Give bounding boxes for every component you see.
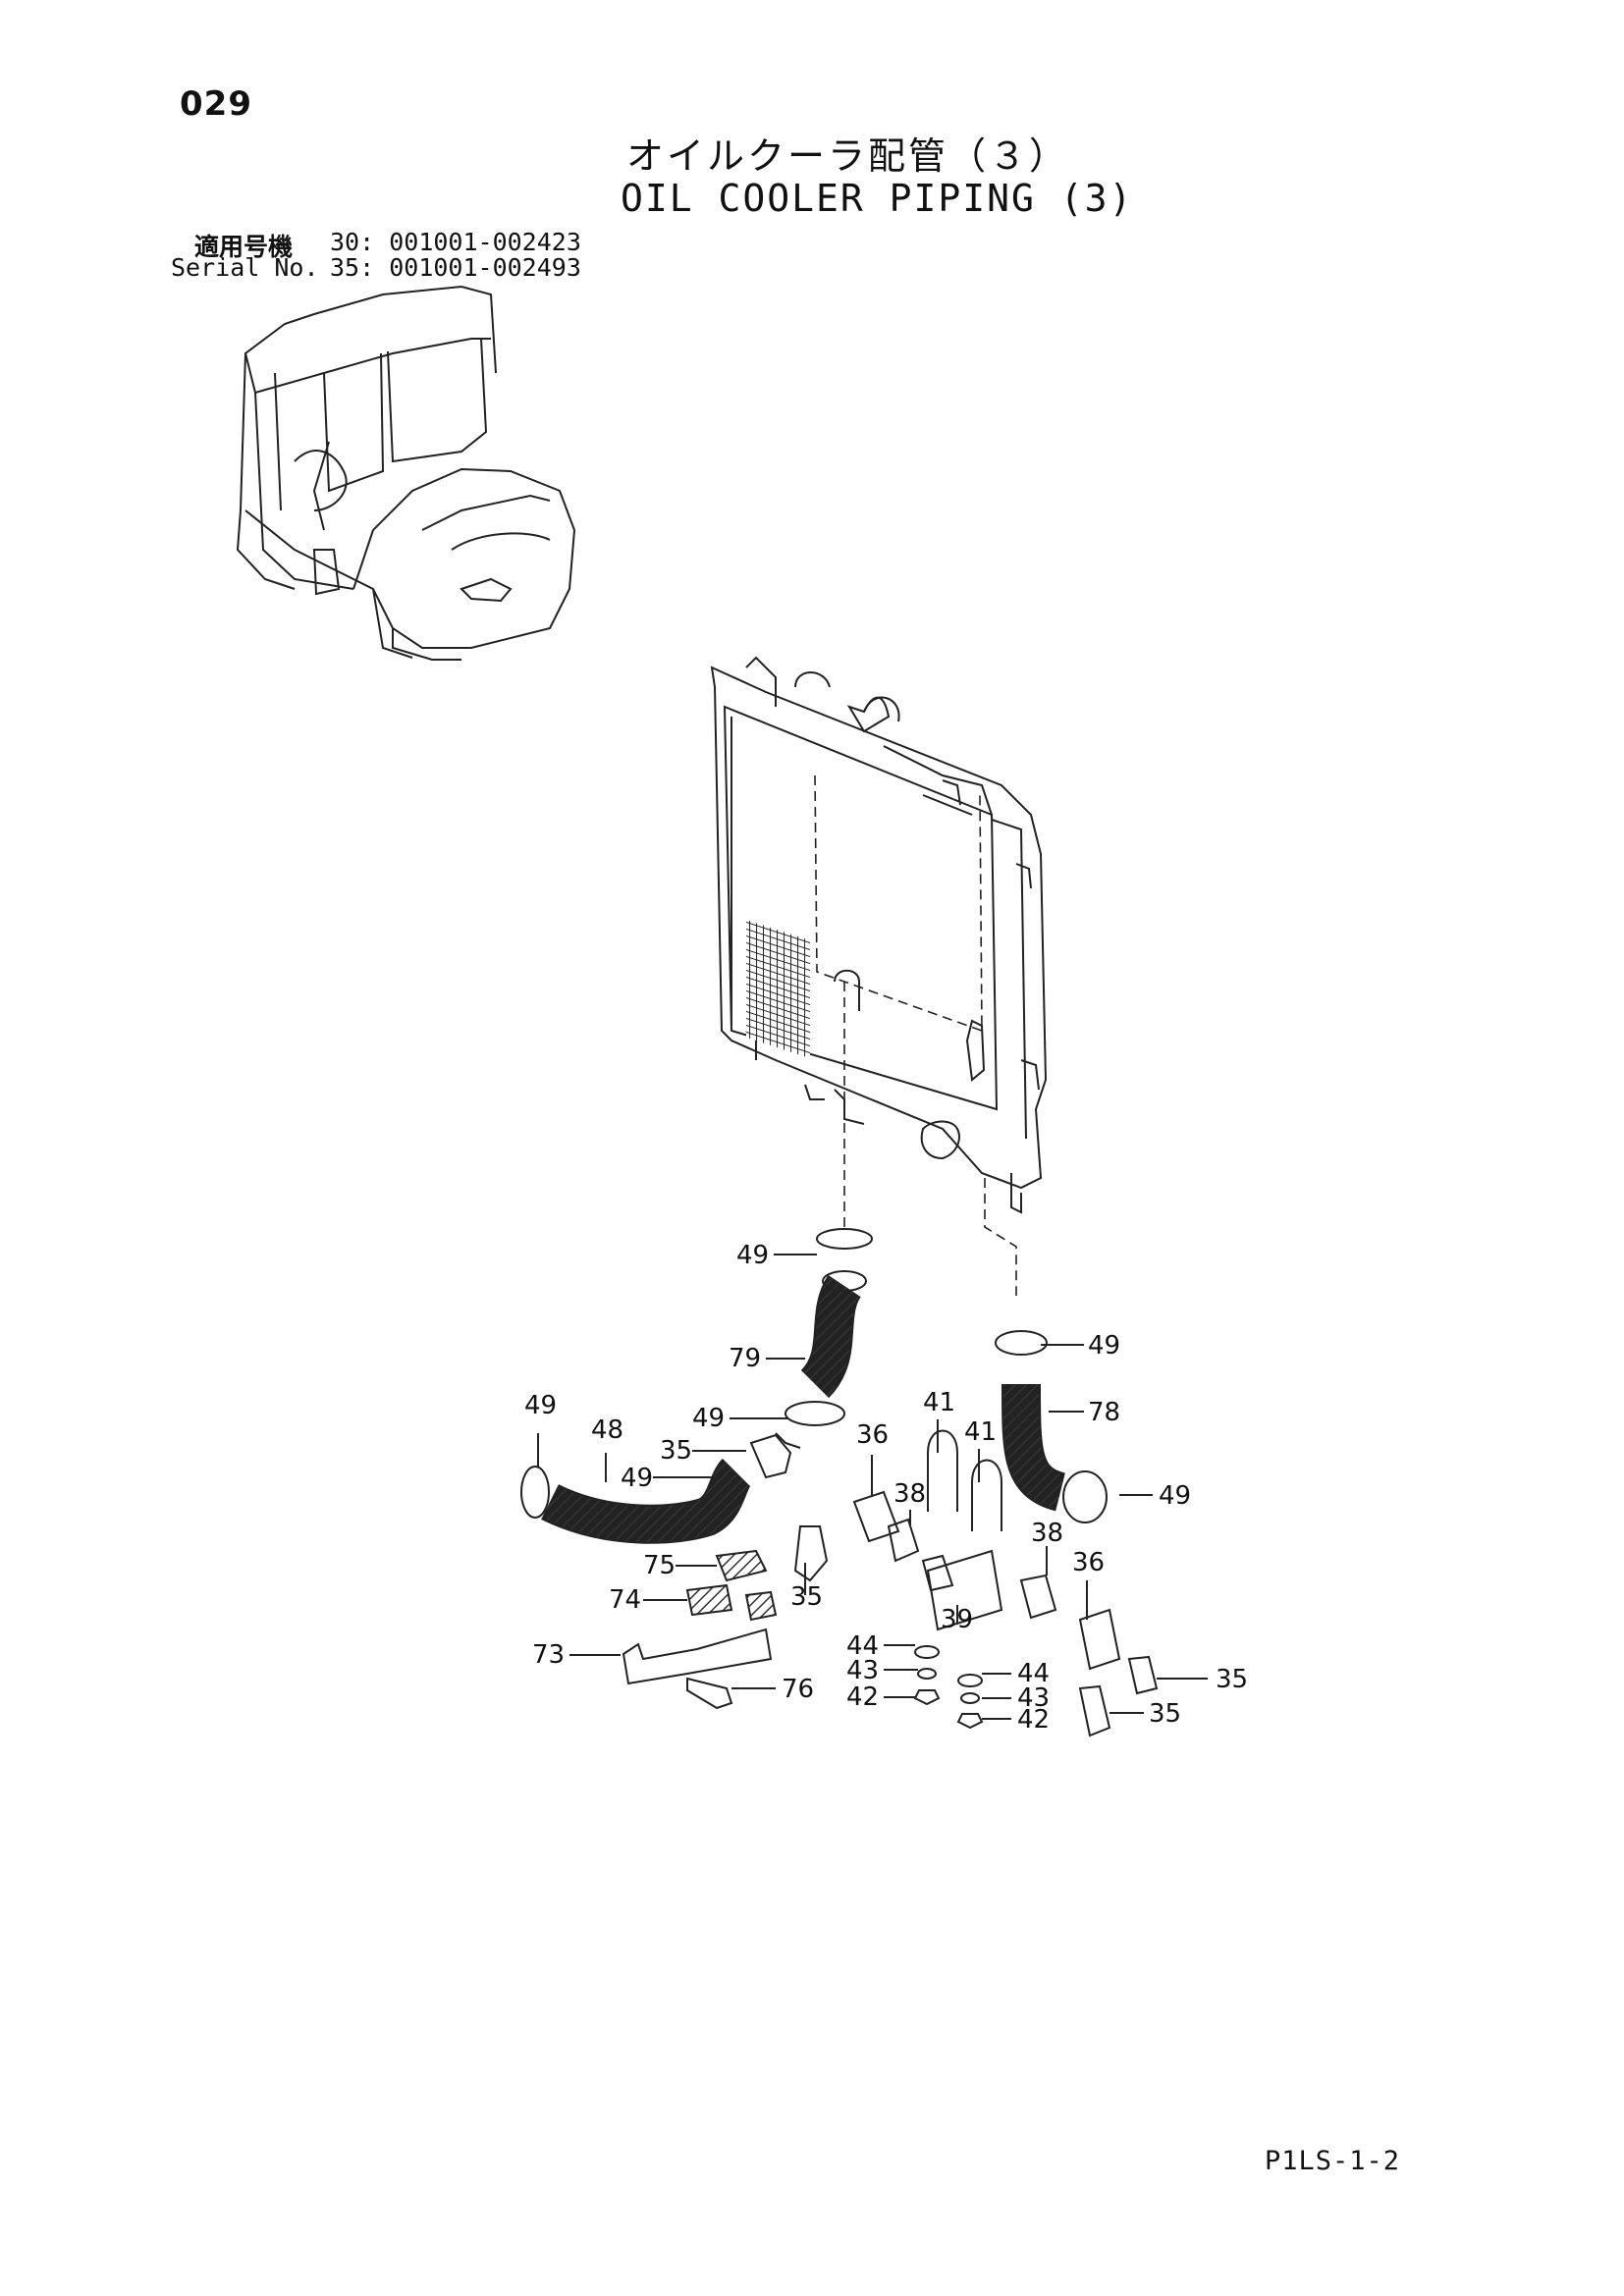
callout-36: 36 bbox=[1072, 1548, 1105, 1577]
hose-79 bbox=[799, 1274, 862, 1399]
serial-label-english: Serial No. bbox=[171, 253, 319, 282]
hose-clamp-icon bbox=[520, 1466, 550, 1519]
callout-38: 38 bbox=[893, 1479, 926, 1509]
serial-range: 001001-002423 bbox=[389, 228, 581, 256]
footer-page-code: P1LS-1-2 bbox=[1265, 2146, 1401, 2176]
callout-74: 74 bbox=[609, 1585, 641, 1615]
callout-41: 41 bbox=[964, 1417, 997, 1447]
callout-49: 49 bbox=[621, 1464, 653, 1493]
callout-49: 49 bbox=[524, 1391, 557, 1420]
serial-model: 35: bbox=[330, 253, 375, 282]
radiator-core-grille bbox=[746, 919, 810, 1059]
callout-78: 78 bbox=[1088, 1398, 1120, 1427]
callout-labels: 49 79 49 78 49 48 49 35 49 36 38 41 41 4… bbox=[524, 1241, 1248, 1735]
callout-42: 42 bbox=[1017, 1705, 1050, 1735]
fittings bbox=[622, 1429, 1159, 1737]
hidden-tank-outline bbox=[814, 774, 983, 1033]
callout-44: 44 bbox=[846, 1631, 879, 1661]
callout-35: 35 bbox=[1216, 1665, 1248, 1694]
callout-43: 43 bbox=[1017, 1683, 1050, 1713]
hose-clamp-icon bbox=[816, 1228, 873, 1250]
callout-38: 38 bbox=[1031, 1519, 1063, 1548]
callout-73: 73 bbox=[532, 1640, 565, 1670]
callout-49: 49 bbox=[736, 1241, 769, 1270]
callout-35: 35 bbox=[790, 1582, 823, 1612]
serial-label-japanese: 適用号機 bbox=[194, 233, 294, 261]
callout-41: 41 bbox=[923, 1388, 955, 1417]
callout-49: 49 bbox=[692, 1404, 725, 1433]
callout-43: 43 bbox=[846, 1656, 879, 1685]
excavator-location-illustration bbox=[236, 285, 576, 661]
callout-44: 44 bbox=[1017, 1659, 1050, 1688]
callout-75: 75 bbox=[643, 1551, 676, 1580]
callout-49: 49 bbox=[1159, 1481, 1191, 1511]
page-number: 029 bbox=[180, 84, 252, 124]
radiator-assembly bbox=[710, 656, 1048, 1214]
right-outlet-centerline bbox=[984, 1178, 1017, 1296]
title-english: OIL COOLER PIPING (3) bbox=[621, 177, 1134, 220]
callout-35: 35 bbox=[660, 1436, 692, 1466]
serial-row-35: 35: 001001-002493 bbox=[330, 253, 581, 282]
serial-range: 001001-002493 bbox=[389, 253, 581, 282]
callout-76: 76 bbox=[782, 1675, 814, 1704]
serial-row-30: 30: 001001-002423 bbox=[330, 228, 581, 256]
callout-39: 39 bbox=[941, 1605, 973, 1634]
hose-clamp-icon bbox=[785, 1401, 845, 1426]
callout-79: 79 bbox=[729, 1344, 761, 1373]
hose-end-icon bbox=[822, 1270, 867, 1292]
leader-lines bbox=[537, 1254, 1208, 1720]
hose-48 bbox=[541, 1458, 752, 1544]
hose-78 bbox=[1001, 1383, 1066, 1512]
hose-clamp-icon bbox=[995, 1330, 1048, 1356]
callout-42: 42 bbox=[846, 1682, 879, 1712]
title-japanese: オイルクーラ配管（３） bbox=[626, 134, 1070, 178]
callout-48: 48 bbox=[591, 1415, 623, 1445]
callout-35: 35 bbox=[1149, 1699, 1181, 1729]
hose-clamp-icon bbox=[1062, 1470, 1108, 1523]
callout-36: 36 bbox=[856, 1420, 889, 1450]
serial-model: 30: bbox=[330, 228, 375, 256]
callout-49: 49 bbox=[1088, 1331, 1120, 1361]
